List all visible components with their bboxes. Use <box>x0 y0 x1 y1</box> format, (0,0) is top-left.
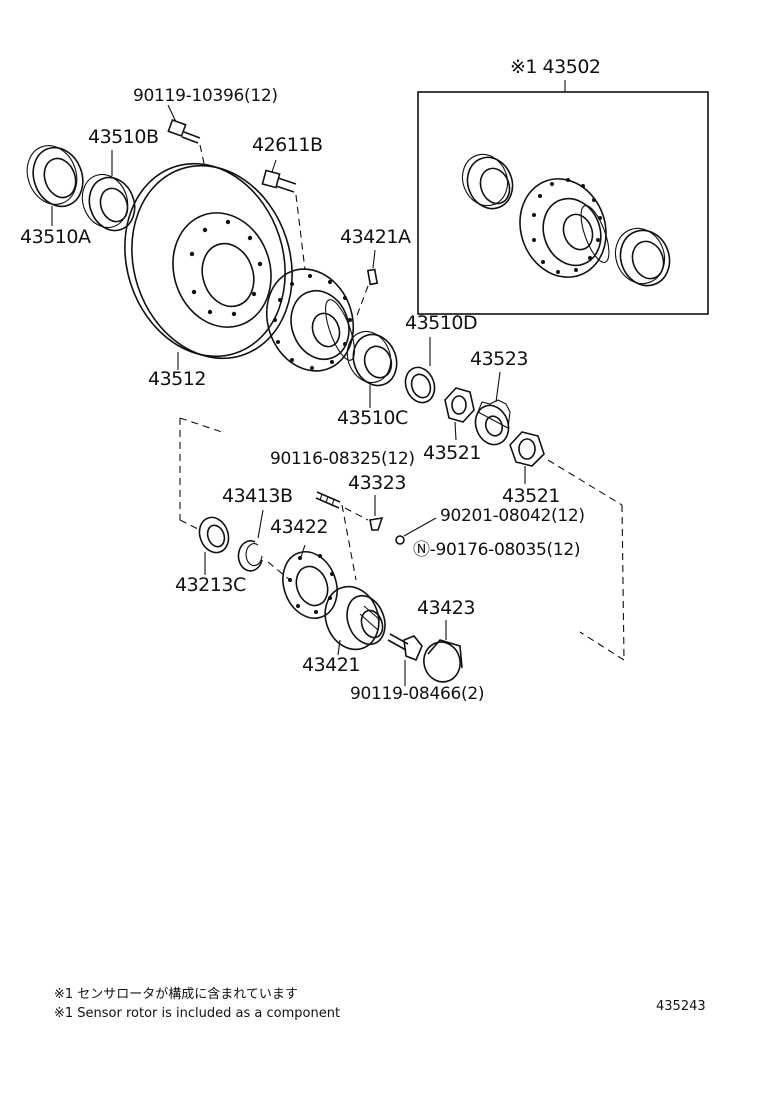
label-43523: 43523 <box>470 348 528 370</box>
cap-43423 <box>423 639 463 683</box>
label-43521-upper: 43521 <box>423 442 481 464</box>
washer-90201-08042 <box>395 535 405 545</box>
label-43422: 43422 <box>270 516 328 538</box>
brake-disc-43512 <box>124 162 293 360</box>
label-90176-08035: Ⓝ-90176-08035(12) <box>413 540 581 560</box>
gasket-43422 <box>282 551 338 619</box>
label-43521-lower: 43521 <box>502 485 560 507</box>
label-90201-08042: 90201-08042(12) <box>440 506 585 526</box>
footnote-japanese: ※1 センサロータが構成に含まれています <box>54 987 298 1002</box>
box-bearing-left <box>461 153 514 210</box>
seal-43510D <box>404 366 436 404</box>
lock-washer-43523 <box>474 399 511 446</box>
label-43510C: 43510C <box>337 407 408 429</box>
box-bearing-right <box>614 227 671 287</box>
label-42611B: 42611B <box>252 134 323 156</box>
label-43423: 43423 <box>417 597 475 619</box>
label-43323: 43323 <box>348 472 406 494</box>
hub-bolt-42611B <box>261 169 297 193</box>
box-hub <box>519 178 610 278</box>
label-43510B: 43510B <box>88 126 159 148</box>
snap-ring-43413B <box>237 540 263 572</box>
hub-assembly <box>265 268 355 372</box>
label-90119-10396: 90119-10396(12) <box>133 86 278 106</box>
stud-90116-08325 <box>315 491 341 509</box>
flange-43421 <box>324 585 386 651</box>
bearing-43510B <box>81 173 136 232</box>
nut-43521-upper <box>444 387 475 423</box>
bolt-90119-08466 <box>387 633 423 662</box>
bolt-90119-10396 <box>167 118 201 144</box>
gasket-43213C <box>198 516 230 554</box>
label-43512: 43512 <box>148 368 206 390</box>
label-43213C: 43213C <box>175 574 246 596</box>
label-43502: ※1 43502 <box>510 56 601 78</box>
label-43413B: 43413B <box>222 485 293 507</box>
label-43421: 43421 <box>302 654 360 676</box>
label-43421A: 43421A <box>340 226 411 248</box>
label-90116-08325: 90116-08325(12) <box>270 449 415 469</box>
label-90119-08466: 90119-08466(2) <box>350 684 485 704</box>
diagram-code: 435243 <box>656 999 706 1014</box>
bearing-43510C <box>346 330 398 387</box>
footnote-english: ※1 Sensor rotor is included as a compone… <box>54 1006 341 1021</box>
seal-43510A <box>26 145 84 208</box>
label-43510A: 43510A <box>20 226 91 248</box>
cone-washer-43323 <box>369 516 384 531</box>
pin-43421A <box>366 268 379 286</box>
label-43510D: 43510D <box>405 312 478 334</box>
nut-43521-lower <box>509 431 545 467</box>
assembly-box-frame <box>417 91 709 315</box>
